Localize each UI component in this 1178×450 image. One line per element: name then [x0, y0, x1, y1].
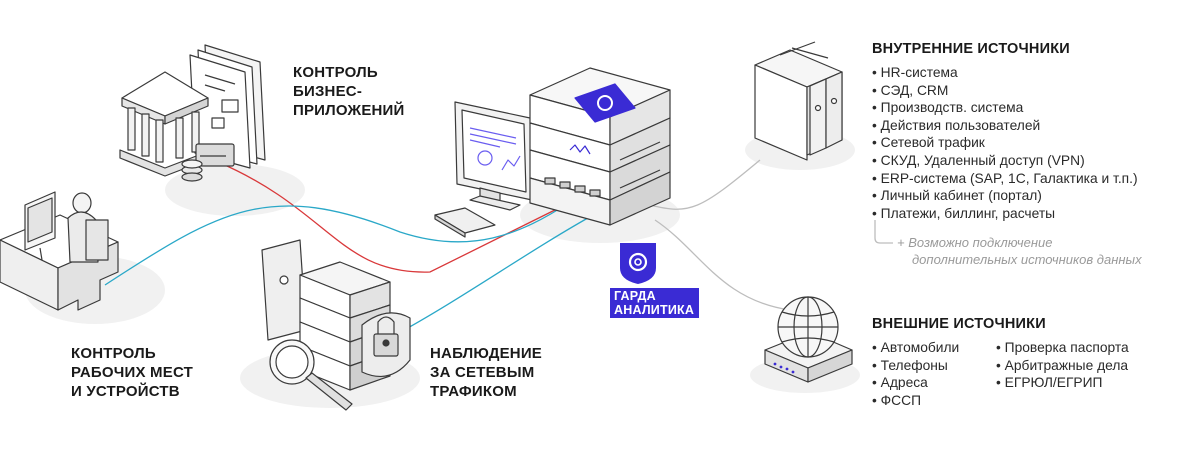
list-item: Производств. система — [872, 99, 1138, 117]
list-item: Автомобили — [872, 339, 960, 357]
list-item: Сетевой трафик — [872, 134, 1138, 152]
workplaces-label: КОНТРОЛЬ РАБОЧИХ МЕСТ И УСТРОЙСТВ — [71, 345, 193, 400]
gray-connection-line-external — [654, 219, 791, 311]
list-item: Личный кабинет (портал) — [872, 187, 1138, 205]
globe-icon — [764, 296, 853, 383]
monitor-icon — [434, 101, 533, 238]
workplace-desk-icon — [0, 191, 119, 311]
list-item: Телефоны — [872, 357, 959, 375]
internal-sources-heading: ВНУТРЕННИЕ ИСТОЧНИКИ — [872, 41, 1070, 57]
business-apps-label: КОНТРОЛЬ БИЗНЕС- ПРИЛОЖЕНИЙ — [293, 64, 405, 119]
list-item: СКУД, Удаленный доступ (VPN) — [872, 152, 1138, 170]
list-item: Адреса — [872, 374, 959, 392]
list-item: ERP-система (SAP, 1С, Галактика и т.п.) — [872, 170, 1138, 188]
external-sources-heading: ВНЕШНИЕ ИСТОЧНИКИ — [872, 316, 1046, 332]
list-item: ЕГРЮЛ/ЕГРИП — [996, 374, 1129, 392]
brand-logo-text: ГАРДА АНАЛИТИКА — [610, 288, 700, 318]
list-item: Действия пользователей — [872, 117, 1138, 135]
additional-sources-note: + Возможно подключение дополнительных ис… — [897, 235, 1142, 267]
list-item: Проверка паспорта — [996, 339, 1129, 357]
central-server-icon — [529, 67, 671, 226]
at-shield-icon — [620, 243, 656, 284]
internal-note-bracket — [874, 220, 893, 244]
internal-sources-list: HR-система СЭД, CRM Производств. система… — [872, 64, 1138, 222]
list-item: Платежи, биллинг, расчеты — [872, 205, 1138, 223]
list-item: СЭД, CRM — [872, 82, 1138, 100]
network-traffic-label: НАБЛЮДЕНИЕ ЗА СЕТЕВЫМ ТРАФИКОМ — [430, 345, 543, 400]
blue-connection-line-traffic — [394, 213, 596, 336]
bank-building-icon — [119, 44, 266, 182]
list-item: ФССП — [872, 392, 959, 410]
red-connection-line — [217, 161, 576, 273]
document-folders-icon — [754, 41, 843, 161]
list-item: Арбитражные дела — [996, 357, 1129, 375]
list-item: HR-система — [872, 64, 1138, 82]
external-sources-list-col2: Проверка паспорта Арбитражные дела ЕГРЮЛ… — [996, 339, 1129, 392]
gray-connection-line-internal — [649, 159, 761, 210]
blue-connection-line-workplaces — [104, 201, 571, 286]
traffic-server-icon — [261, 239, 411, 411]
external-sources-list-col1: Автомобили Телефоны Адреса ФССП — [872, 339, 960, 410]
